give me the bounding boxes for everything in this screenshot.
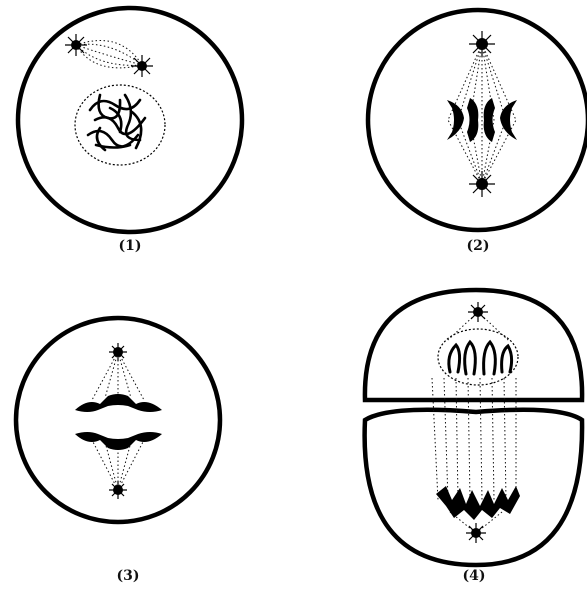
caption-panel-4: (4) (463, 568, 486, 584)
caption-panel-1: (1) (119, 238, 142, 254)
centrosome-aster (131, 55, 153, 77)
centrosome-aster (65, 34, 87, 56)
caption-panel-3: (3) (117, 568, 140, 584)
panel-1-cell (18, 8, 242, 232)
panel-4-cell (365, 290, 582, 565)
centrosome-aster (466, 523, 486, 543)
caption-panel-2: (2) (467, 238, 490, 254)
panel-2-cell (368, 10, 587, 230)
centrosome-aster (468, 302, 488, 322)
daughter-cell-bottom (365, 410, 582, 565)
panel-3-cell (16, 318, 220, 522)
